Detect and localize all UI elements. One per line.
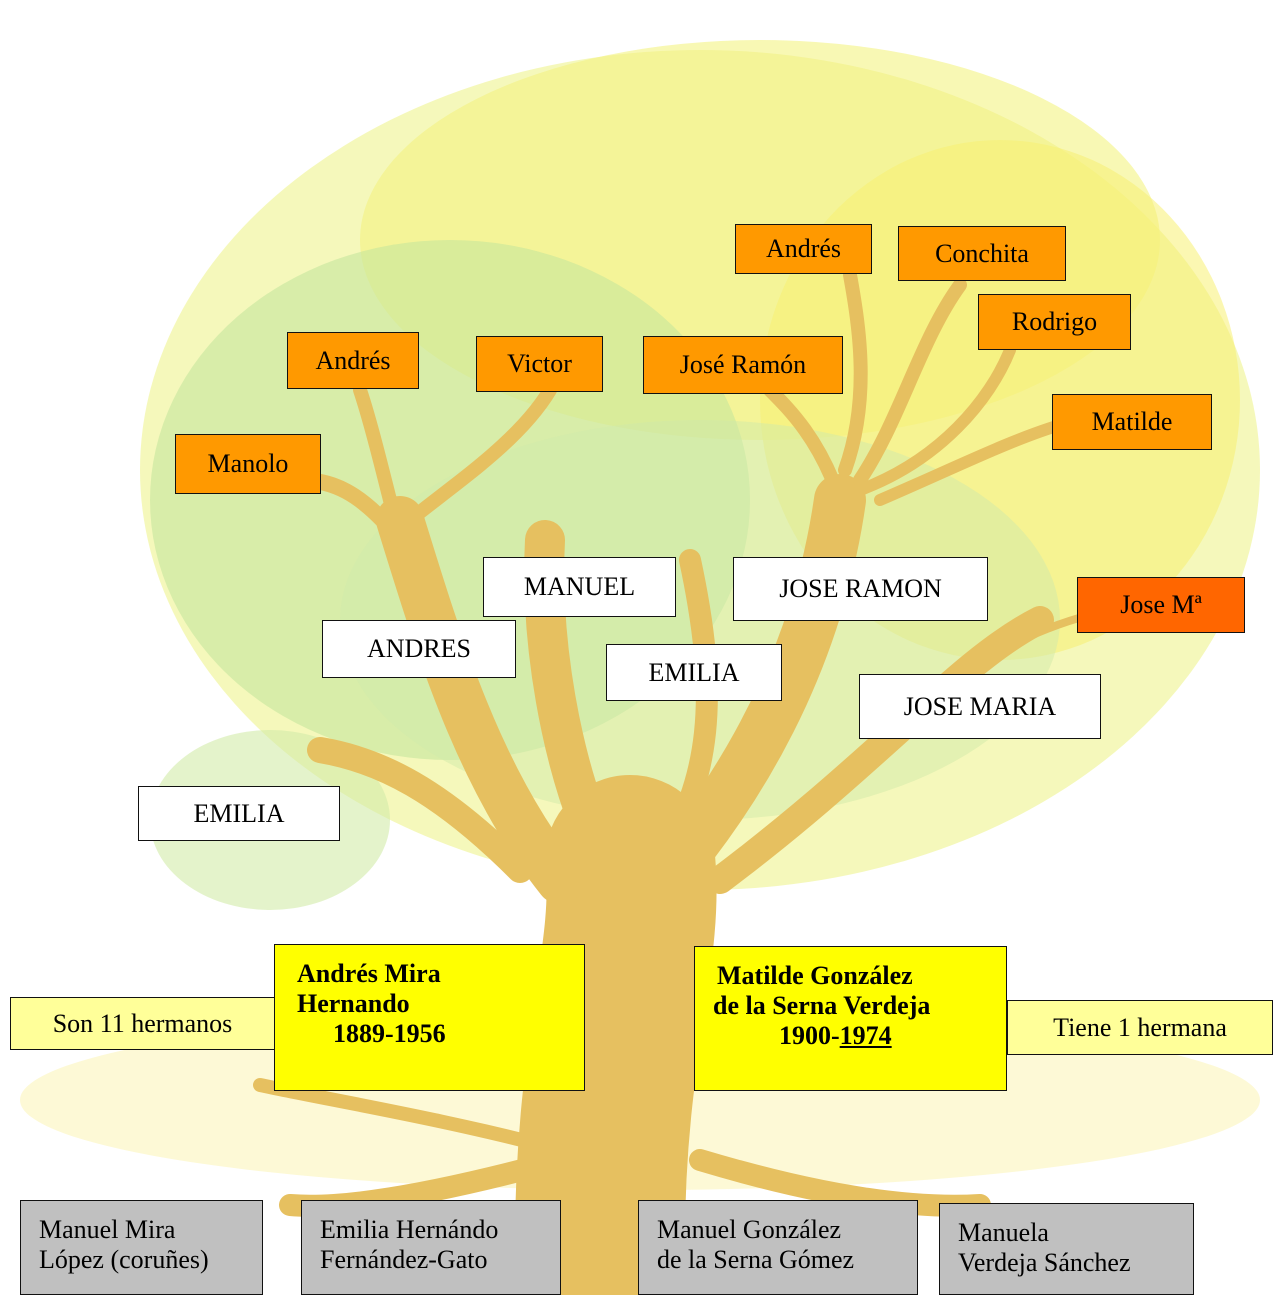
child-jose-ramon: JOSE RAMON: [733, 557, 988, 621]
note-label: Tiene 1 hermana: [1053, 1012, 1227, 1042]
name-label: JOSE MARIA: [903, 691, 1057, 721]
parent-line1: Manuel González: [657, 1215, 842, 1244]
husband-siblings-note: Son 11 hermanos: [10, 997, 275, 1050]
name-label: Conchita: [935, 238, 1029, 268]
grandchild-matilde: Matilde: [1052, 394, 1212, 450]
name-label: Andrés: [315, 345, 391, 375]
name-label: Matilde: [1091, 407, 1173, 437]
grandchild-manolo: Manolo: [175, 434, 321, 494]
grandchild-jose-ma: Jose Mª: [1077, 577, 1245, 633]
name-label: Rodrigo: [1011, 307, 1098, 337]
wife-name-line2: de la Serna Verdeja: [713, 990, 931, 1020]
wife-years-end: 1974: [839, 1020, 892, 1050]
parent-line1: Manuela: [958, 1218, 1049, 1247]
name-label: ANDRES: [366, 634, 471, 664]
parent-manuel-gonzalez: Manuel González de la Serna Gómez: [638, 1200, 918, 1295]
parent-emilia-hernando: Emilia Hernándo Fernández-Gato: [301, 1200, 561, 1295]
parent-manuel-mira: Manuel Mira López (coruñes): [20, 1200, 263, 1295]
name-label: JOSE RAMON: [779, 574, 942, 604]
wife-name-line1: Matilde González: [717, 961, 913, 990]
husband-years: 1889-1956: [333, 1018, 446, 1048]
parent-line2: Verdeja Sánchez: [958, 1247, 1131, 1277]
parent-line2: Fernández-Gato: [320, 1244, 488, 1274]
name-label: EMILIA: [648, 657, 740, 687]
name-label: Andrés: [765, 234, 842, 264]
child-emilia-1: EMILIA: [606, 644, 782, 701]
note-label: Son 11 hermanos: [52, 1008, 233, 1038]
wife-years-start: 1900-: [779, 1020, 840, 1050]
parent-line1: Manuel Mira: [39, 1215, 176, 1244]
name-label: EMILIA: [193, 798, 285, 828]
child-manuel: MANUEL: [483, 557, 676, 617]
name-label: MANUEL: [523, 572, 636, 602]
grandchild-jose-ramon: José Ramón: [643, 336, 843, 394]
name-label: José Ramón: [679, 350, 807, 380]
husband-name-line2: Hernando: [297, 988, 410, 1018]
parent-manuela-verdeja: Manuela Verdeja Sánchez: [939, 1203, 1194, 1295]
name-label: Jose Mª: [1120, 590, 1202, 620]
name-label: Victor: [507, 349, 572, 379]
grandchild-andres-2: Andrés: [735, 224, 872, 274]
child-andres: ANDRES: [322, 620, 516, 678]
grandchild-andres-1: Andrés: [287, 332, 419, 389]
name-label: Manolo: [207, 449, 289, 479]
grandchild-victor: Victor: [476, 336, 603, 392]
child-emilia-2: EMILIA: [138, 786, 340, 841]
child-jose-maria: JOSE MARIA: [859, 674, 1101, 739]
grandchild-rodrigo: Rodrigo: [978, 294, 1131, 350]
parent-line1: Emilia Hernándo: [320, 1215, 499, 1244]
grandchild-conchita: Conchita: [898, 226, 1066, 281]
husband-box: Andrés Mira Hernando 1889-1956: [274, 944, 585, 1091]
parent-line2: López (coruñes): [39, 1244, 209, 1274]
husband-name-line1: Andrés Mira: [297, 959, 441, 988]
parent-line2: de la Serna Gómez: [657, 1244, 855, 1274]
wife-siblings-note: Tiene 1 hermana: [1007, 1000, 1273, 1055]
trunk: [253, 268, 1094, 1295]
wife-box: Matilde González de la Serna Verdeja 190…: [694, 946, 1007, 1091]
